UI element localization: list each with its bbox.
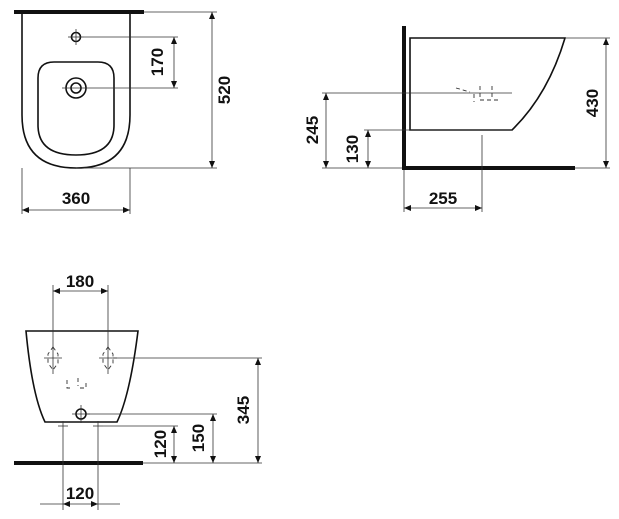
top-view: 520 170 360 (14, 10, 234, 214)
dim-label-180: 180 (66, 272, 94, 291)
front-view: 180 345 150 120 120 (14, 272, 262, 510)
side-view: 430 245 130 255 (303, 26, 610, 212)
dim-label-150: 150 (189, 424, 208, 452)
dim-label-345: 345 (234, 396, 253, 424)
dim-label-245: 245 (303, 116, 322, 144)
dim-label-255: 255 (429, 189, 457, 208)
side-view-fixing-dashes (455, 86, 500, 102)
side-view-bidet-outline (409, 37, 567, 131)
dim-label-170: 170 (148, 48, 167, 76)
front-view-center-dashes (66, 378, 87, 389)
dim-label-430: 430 (583, 89, 602, 117)
supply-left-icon (58, 421, 68, 431)
dim-label-120-vertical: 120 (151, 430, 170, 458)
dim-label-520: 520 (215, 76, 234, 104)
supply-right-icon (93, 421, 103, 431)
dim-label-130: 130 (343, 135, 362, 163)
top-view-bowl-outline (37, 61, 115, 156)
dim-label-360: 360 (62, 189, 90, 208)
front-view-bidet-outline (25, 330, 139, 423)
fixing-hole-left-icon (44, 343, 62, 374)
fixing-hole-right-icon (99, 343, 117, 374)
dim-label-120-horizontal: 120 (66, 484, 94, 503)
